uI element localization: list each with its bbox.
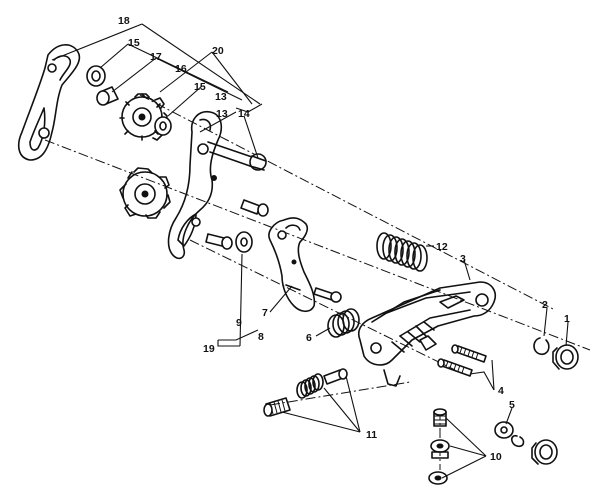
pulley-bolt-lower — [205, 233, 233, 250]
label-2: 2 — [542, 299, 548, 311]
label-19: 19 — [203, 343, 215, 355]
tension-pulley-lower — [119, 167, 171, 219]
limit-screw-a — [451, 344, 487, 363]
pulley-bolt-upper — [240, 199, 269, 217]
label-15-mid: 15 — [194, 81, 206, 93]
b-tension-spring — [327, 308, 360, 338]
parallelogram-spring — [376, 232, 428, 272]
label-20: 20 — [212, 45, 224, 57]
label-9: 9 — [236, 317, 242, 329]
mount-nut — [531, 439, 558, 465]
cable-adjuster-barrel — [263, 397, 291, 417]
part-labels: 18 15 17 20 16 15 13 13 14 12 3 2 1 7 6 … — [118, 15, 570, 463]
cable-adjuster-spring — [296, 373, 324, 399]
label-13-lower: 13 — [216, 108, 228, 120]
cable-anchor-bolt — [433, 408, 447, 427]
cage-outer-plate — [17, 44, 81, 161]
pivot-cap — [552, 344, 579, 370]
cage-inner-plate — [167, 110, 223, 260]
label-5: 5 — [509, 399, 515, 411]
label-4: 4 — [498, 385, 504, 397]
b-pivot-plate — [268, 217, 316, 313]
limit-screw-b — [437, 358, 473, 377]
cable-anchor-washer — [430, 439, 450, 453]
washer-mid — [154, 116, 172, 136]
label-7: 7 — [262, 307, 268, 319]
label-16: 16 — [175, 63, 187, 75]
label-17: 17 — [150, 51, 162, 63]
label-3: 3 — [460, 253, 466, 265]
leader-lines — [51, 23, 569, 479]
derailleur-body — [357, 281, 496, 387]
washer-upper — [86, 65, 106, 87]
mount-circlip — [510, 434, 525, 448]
label-11: 11 — [366, 429, 377, 441]
label-14: 14 — [238, 108, 250, 120]
label-6: 6 — [306, 332, 312, 344]
label-1: 1 — [564, 313, 570, 325]
cable-anchor-nut — [428, 451, 449, 485]
cage-stop-washer — [235, 231, 253, 253]
assembly-axis-lines — [44, 94, 591, 470]
label-18: 18 — [118, 15, 130, 27]
label-10: 10 — [490, 451, 502, 463]
cage-pivot-bolt — [207, 141, 267, 171]
label-12: 12 — [436, 241, 448, 253]
pulley-bushing-upper — [96, 86, 119, 106]
label-13-upper: 13 — [215, 91, 227, 103]
label-8: 8 — [258, 331, 264, 343]
cable-adjuster-bolt — [323, 368, 348, 385]
mount-washer — [494, 421, 514, 439]
pivot-circlip — [533, 337, 550, 356]
plate-pivot-screw — [313, 287, 342, 303]
label-15-upper: 15 — [128, 37, 140, 49]
